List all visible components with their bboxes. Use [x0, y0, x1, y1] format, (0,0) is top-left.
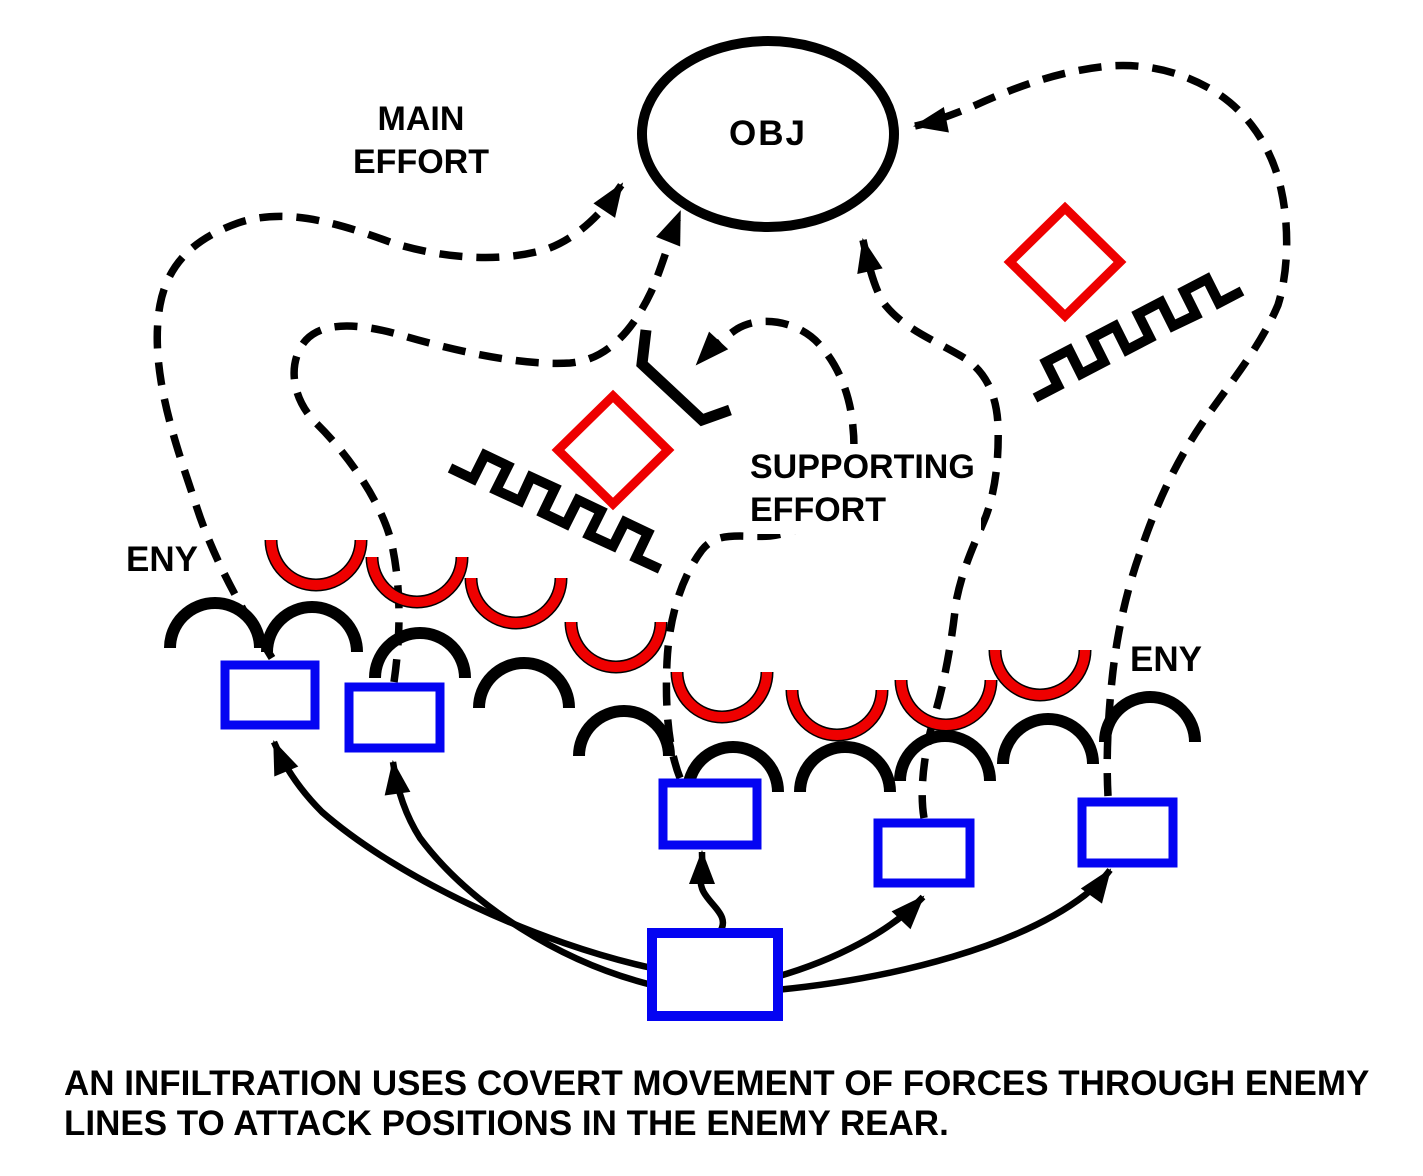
objective-label: OBJ [729, 114, 807, 153]
enemy-arc-black-5 [573, 705, 675, 757]
supporting-effort-label: SUPPORTING EFFORT [744, 444, 981, 534]
friendly-unit-box-1 [220, 660, 320, 730]
caption-line1: AN INFILTRATION USES COVERT MOVEMENT OF … [64, 1064, 1370, 1103]
enemy-arc-red-2 [367, 556, 467, 607]
supporting-effort-line1: SUPPORTING [750, 448, 975, 486]
main-effort-line1: MAIN [377, 100, 465, 138]
enemy-arc-black-6 [682, 741, 784, 793]
enemy-arc-black-4 [473, 657, 575, 709]
enemy-arc-red-3 [466, 577, 566, 628]
enemy-unit-diamond-left [551, 389, 675, 511]
infiltration-route-1-main-effort [153, 181, 626, 660]
friendly-assembly-box [647, 928, 783, 1021]
movement-arrow-to-unit-2 [384, 760, 653, 989]
infiltration-route-5 [913, 61, 1291, 797]
enemy-arc-black-9 [997, 713, 1099, 765]
enemy-arc-red-1 [266, 539, 366, 590]
main-effort-label: MAIN EFFORT [336, 98, 506, 184]
supporting-effort-line2: EFFORT [750, 491, 886, 529]
friendly-unit-box-4 [873, 818, 975, 888]
friendly-unit-box-2 [344, 682, 445, 753]
enemy-arc-red-7 [896, 679, 996, 730]
bracket-position-symbol [636, 329, 732, 427]
enemy-label-right: ENY [1130, 640, 1202, 679]
infiltration-route-4 [857, 238, 1002, 819]
main-effort-line2: EFFORT [353, 143, 489, 181]
friendly-unit-box-3 [658, 778, 762, 850]
movement-arrow-to-unit-5 [775, 868, 1113, 994]
enemy-label-left: ENY [126, 540, 198, 579]
enemy-arc-black-10 [1099, 691, 1201, 743]
enemy-arc-red-5 [672, 671, 772, 722]
obstacle-zigzag-left [447, 448, 663, 574]
enemy-arc-red-4 [566, 621, 666, 672]
enemy-arc-black-2 [261, 601, 363, 653]
enemy-arc-black-3 [369, 627, 471, 679]
caption-line2: LINES TO ATTACK POSITIONS IN THE ENEMY R… [64, 1104, 949, 1143]
infiltration-route-2-main-effort [290, 210, 684, 683]
enemy-arc-black-8 [894, 730, 996, 782]
movement-arrow-to-unit-1 [271, 740, 653, 972]
enemy-arc-black-7 [794, 741, 896, 793]
friendly-unit-box-5 [1077, 797, 1178, 868]
enemy-arcs-red [264, 539, 1092, 742]
obstacle-zigzag-right [1032, 272, 1245, 403]
enemy-arc-black-1 [164, 597, 266, 649]
movement-arrow-to-unit-3 [689, 850, 727, 935]
movement-arrow-to-unit-4 [775, 894, 926, 981]
objective-ellipse [637, 36, 899, 232]
enemy-unit-diamond-right [1003, 201, 1127, 323]
caption: AN INFILTRATION USES COVERT MOVEMENT OF … [64, 1064, 1369, 1144]
enemy-arc-red-6 [787, 689, 887, 740]
enemy-arc-red-8 [990, 649, 1090, 700]
